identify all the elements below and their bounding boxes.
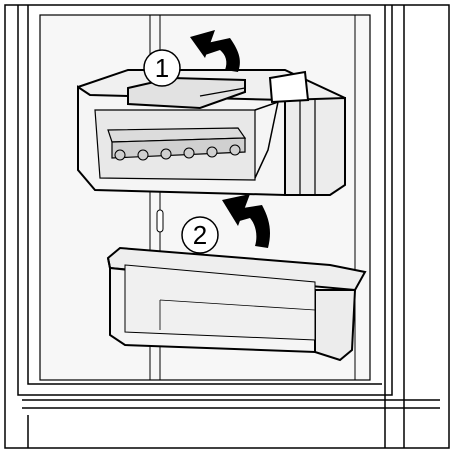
callout-2: 2: [182, 217, 218, 253]
callout-1: 1: [144, 50, 180, 86]
ice-bin[interactable]: [108, 248, 365, 360]
ice-maker[interactable]: [78, 70, 345, 195]
callout-2-label: 2: [193, 220, 207, 250]
callout-1-label: 1: [155, 53, 169, 83]
